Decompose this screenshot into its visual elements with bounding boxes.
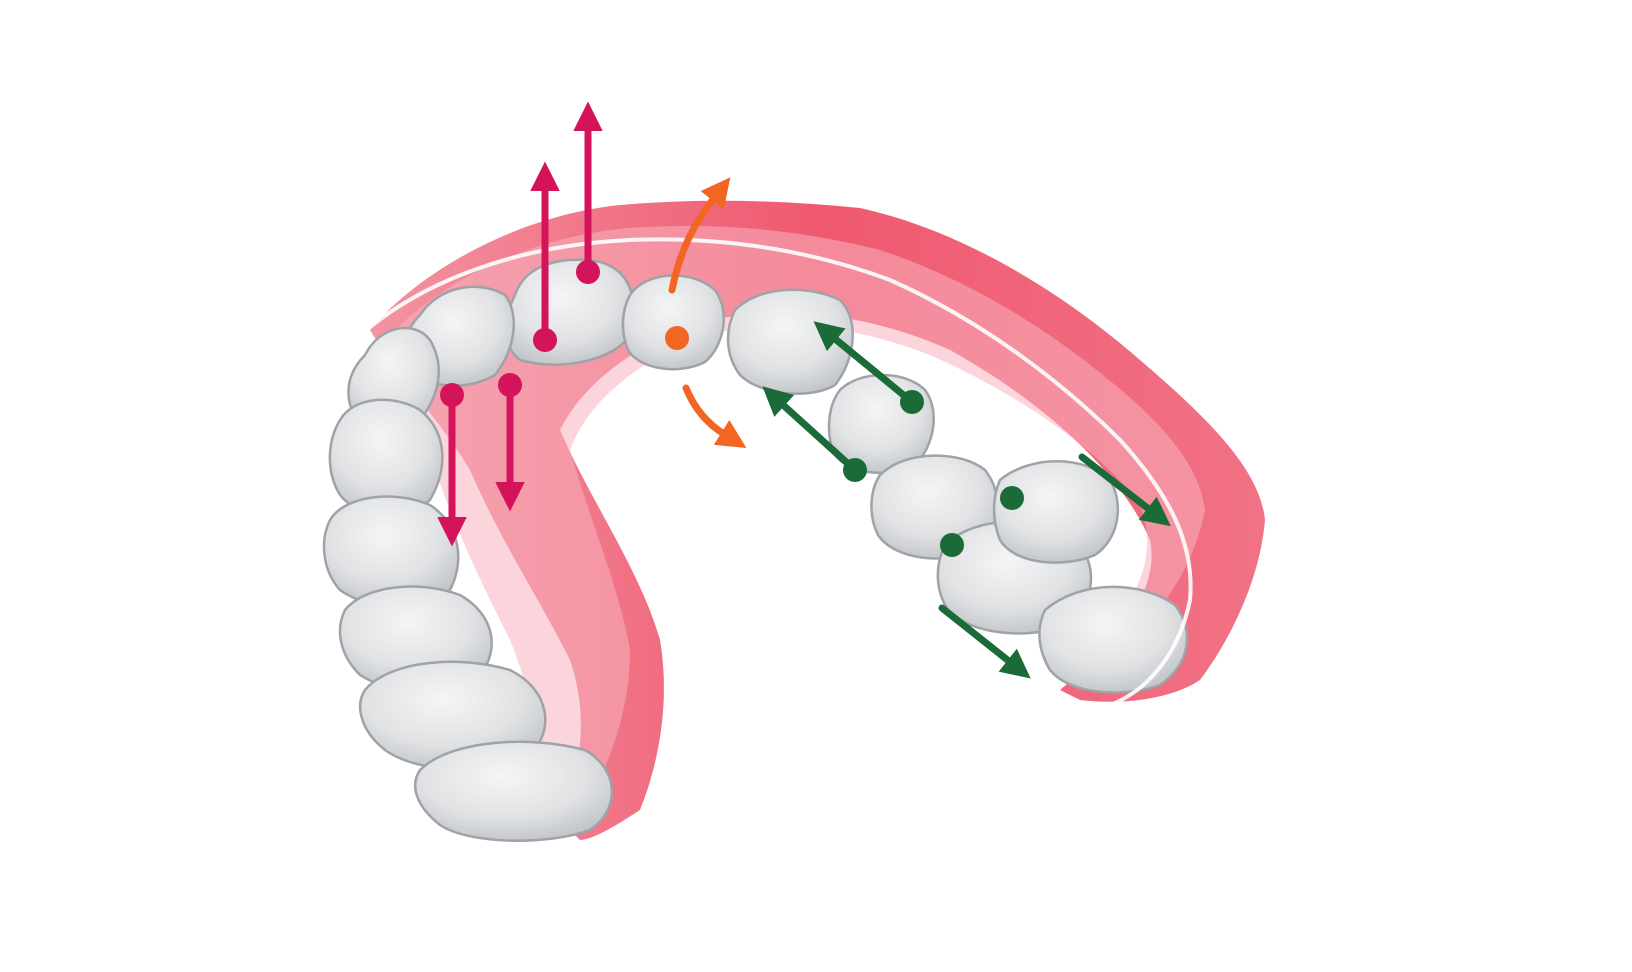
rotation-arrow <box>668 177 731 294</box>
force-point <box>533 328 557 352</box>
tooth <box>328 398 444 516</box>
rotation-arrows <box>665 177 747 449</box>
tooth <box>413 740 614 842</box>
mesial-arrow <box>762 386 859 474</box>
distal-arrow <box>1078 453 1171 527</box>
tooth <box>322 495 460 607</box>
tooth <box>992 460 1120 564</box>
force-point <box>498 373 522 397</box>
tipping-translation-arrows <box>762 321 1171 679</box>
aligner-edge <box>353 237 1193 707</box>
tooth <box>1038 585 1189 694</box>
force-point <box>440 383 464 407</box>
extrusion-intrusion-arrows <box>437 101 603 547</box>
force-point <box>900 390 924 414</box>
tooth <box>726 288 854 395</box>
gum-inner <box>395 226 1205 801</box>
rotation-arrow <box>682 384 747 449</box>
mesial-arrow <box>813 321 916 406</box>
force-point <box>665 326 689 350</box>
force-point <box>1000 486 1024 510</box>
distal-arrow <box>938 604 1031 679</box>
force-point <box>576 260 600 284</box>
tooth <box>621 274 725 371</box>
teeth-left <box>322 258 635 842</box>
teeth-right <box>621 274 1189 694</box>
force-point <box>843 458 867 482</box>
force-point <box>940 533 964 557</box>
